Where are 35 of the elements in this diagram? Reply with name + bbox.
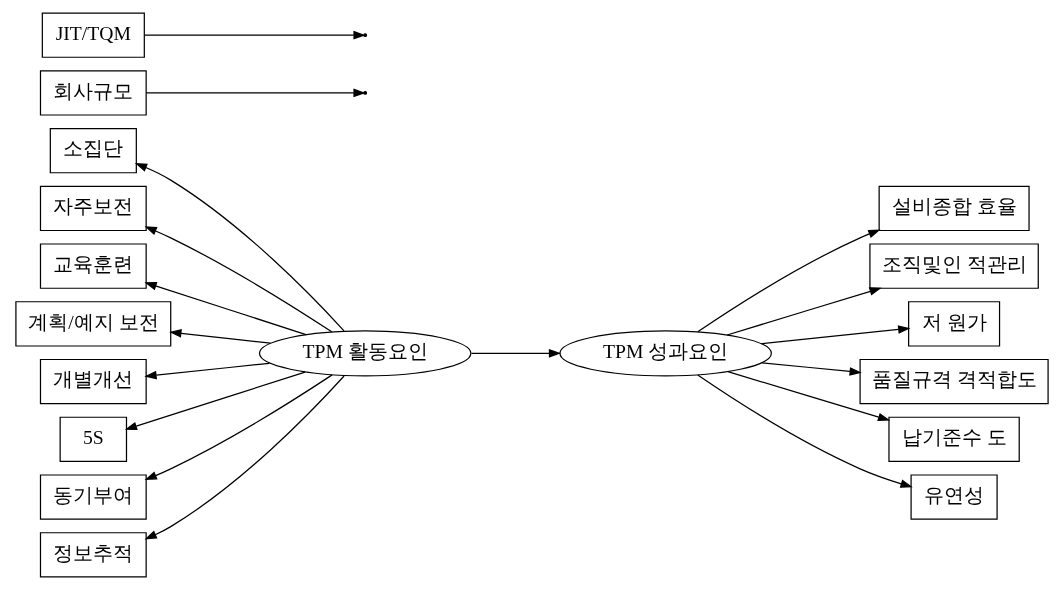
node-box: 유연성 xyxy=(909,474,998,520)
node-box: 조직및인 적관리 xyxy=(868,243,1039,289)
node-box: JIT/TQM xyxy=(41,12,145,58)
arrow xyxy=(143,30,366,40)
arrow xyxy=(696,229,881,333)
node-box: 저 원가 xyxy=(907,301,1000,347)
node-box: 교육훈련 xyxy=(39,243,147,289)
node-box: 개별개선 xyxy=(39,358,147,405)
node-box: 납기준수 도 xyxy=(887,416,1020,463)
arrow xyxy=(144,374,333,481)
node-ellipse: TPM 활동요인 xyxy=(258,330,471,377)
arrow xyxy=(144,375,345,540)
node-box: 정보추적 xyxy=(39,532,147,578)
arrow xyxy=(726,371,890,422)
node-box: 자주보전 xyxy=(39,185,147,232)
node-box: 5S xyxy=(59,416,127,463)
arrow xyxy=(134,163,345,332)
node-ellipse: TPM 성과요인 xyxy=(558,330,772,377)
arrow xyxy=(143,281,307,336)
arrow xyxy=(144,226,332,333)
arrow xyxy=(145,88,366,98)
node-box: 품질규격 격적합도 xyxy=(859,358,1049,405)
arrow xyxy=(696,374,913,488)
arrow xyxy=(760,325,910,345)
node-box: 소집단 xyxy=(49,127,137,174)
node-box: 회사규모 xyxy=(39,70,147,116)
arrow xyxy=(726,287,882,336)
node-box: 동기부여 xyxy=(39,474,147,520)
node-box: 설비종합 효율 xyxy=(878,185,1030,232)
arrow xyxy=(761,362,862,376)
arrow xyxy=(168,329,271,344)
arrow xyxy=(470,349,561,358)
node-box: 계획/예지 보전 xyxy=(14,301,171,347)
arrow xyxy=(124,371,306,431)
arrow xyxy=(143,362,270,380)
